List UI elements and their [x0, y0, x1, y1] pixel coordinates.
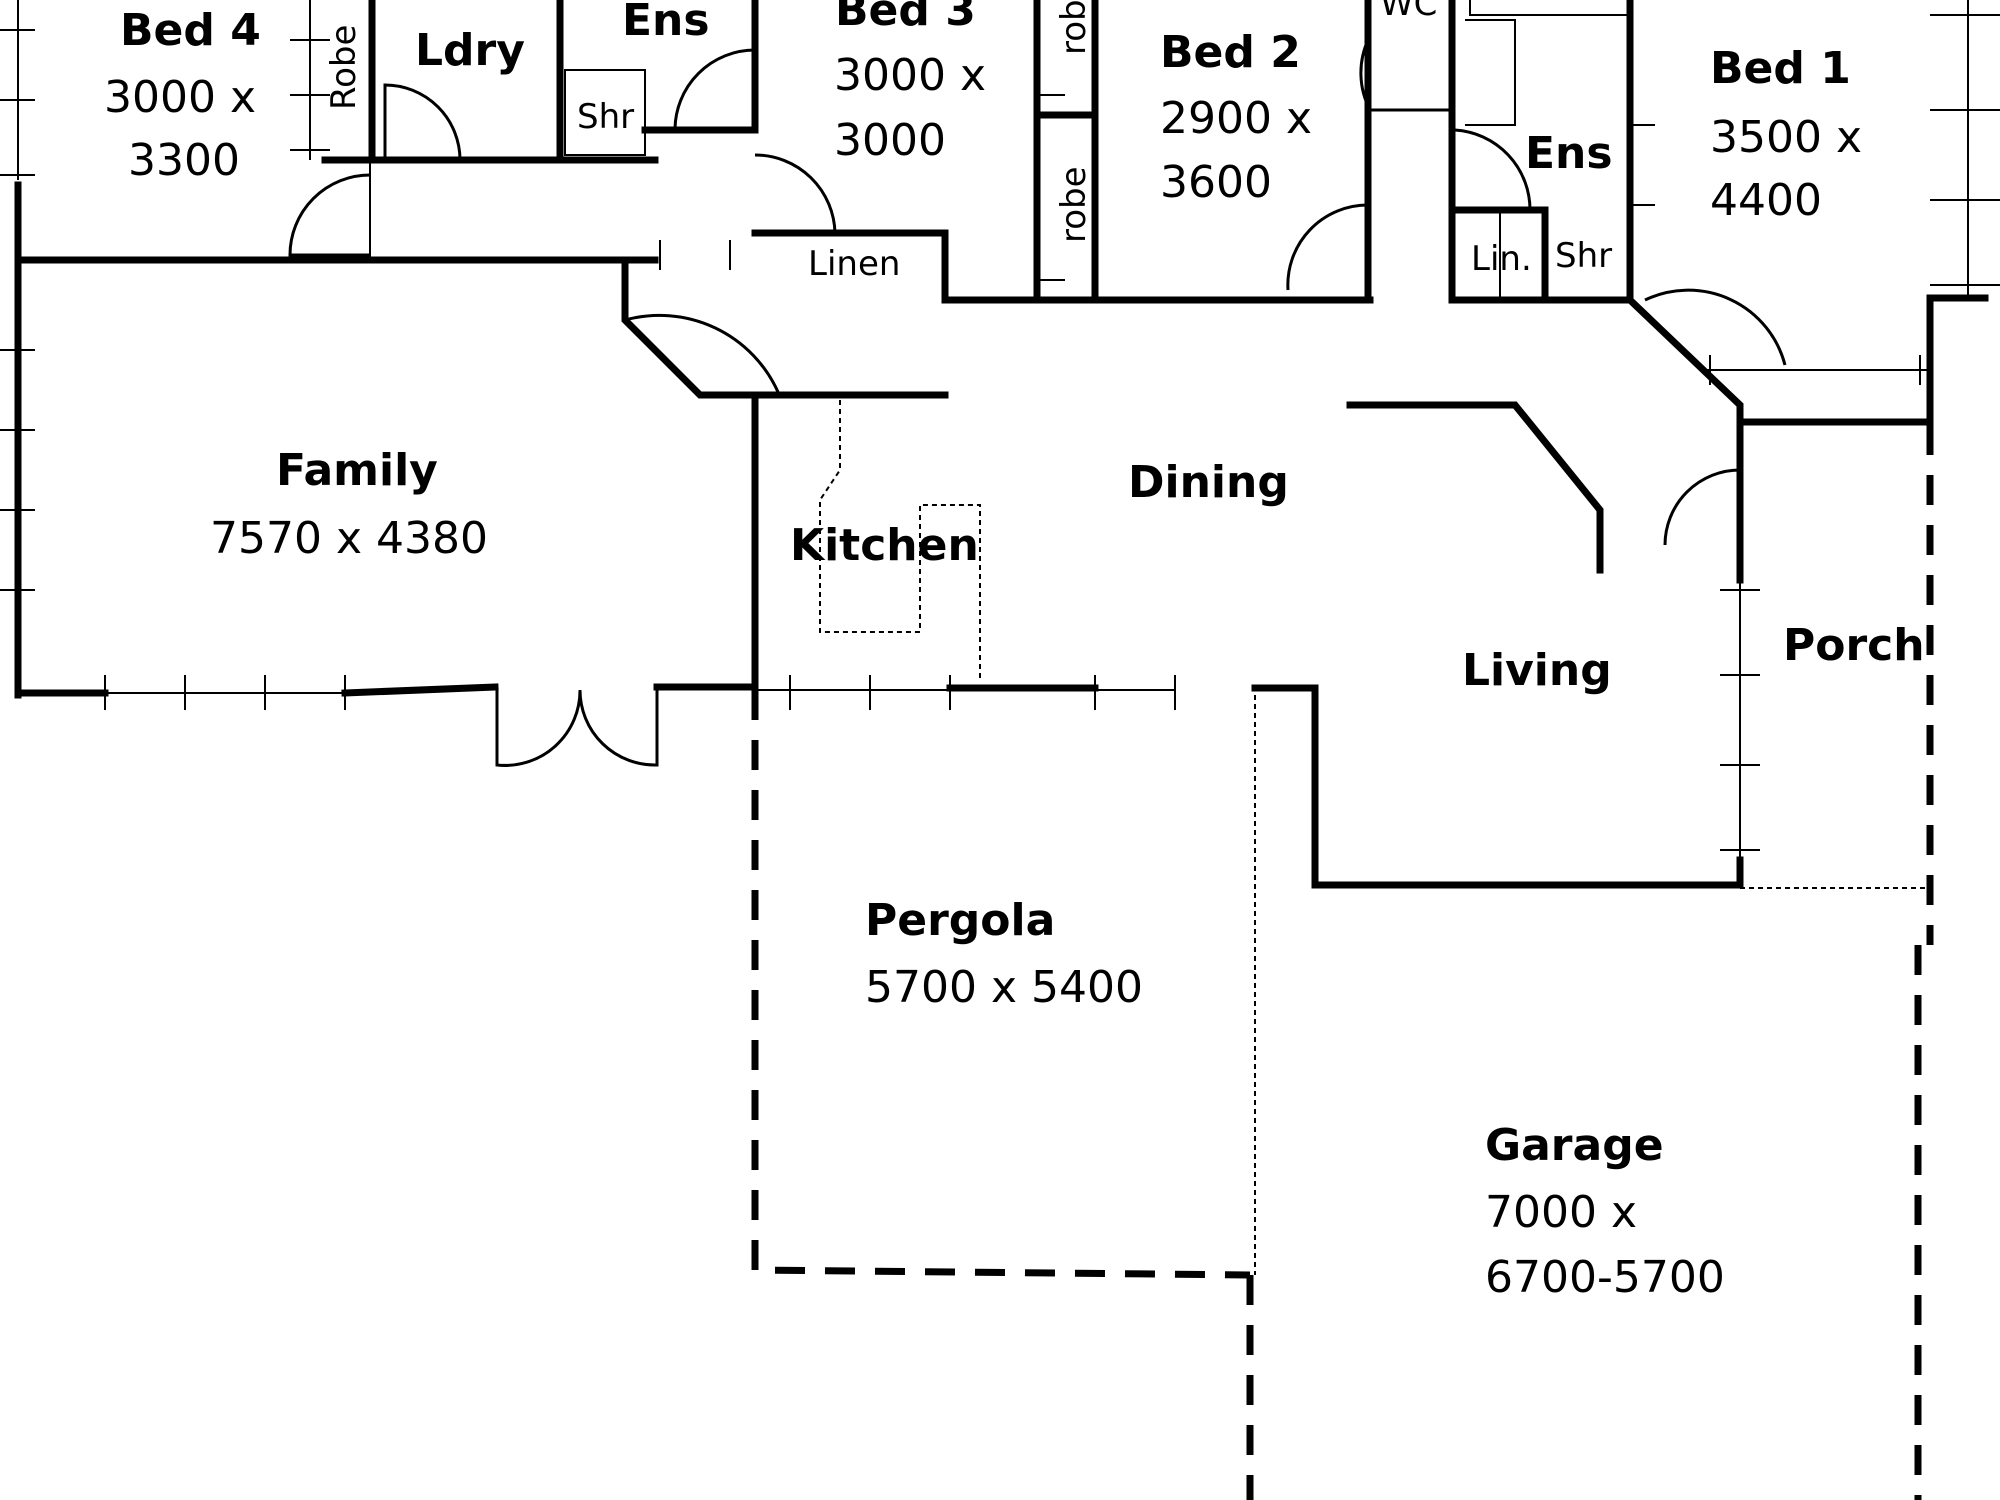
bed4-dim2: 3300	[128, 135, 240, 186]
bed1-dim1: 3500 x	[1710, 112, 1862, 163]
garage-dim2: 6700-5700	[1485, 1252, 1725, 1303]
porch-name: Porch	[1783, 620, 1925, 671]
bed3-dim2: 3000	[834, 115, 946, 166]
ens-right-name: Ens	[1525, 128, 1613, 179]
family-name: Family	[276, 445, 438, 496]
walls	[14, 0, 1989, 889]
bed3-dim1: 3000 x	[834, 50, 986, 101]
bed2-dim1: 2900 x	[1160, 93, 1312, 144]
living-name: Living	[1462, 645, 1612, 696]
bed4-name: Bed 4	[120, 5, 261, 56]
bed1-name: Bed 1	[1710, 43, 1851, 94]
dining-name: Dining	[1128, 457, 1289, 508]
family-dim: 7570 x 4380	[210, 513, 488, 564]
robe-bed2-label: robe	[1054, 166, 1094, 243]
bed2-dim2: 3600	[1160, 157, 1272, 208]
bed1-dim2: 4400	[1710, 175, 1822, 226]
door-swings	[288, 39, 1787, 767]
wc-label: WC	[1380, 0, 1437, 24]
garage-name: Garage	[1485, 1120, 1664, 1171]
outdoor-outlines	[751, 400, 1934, 1500]
shr-right-label: Shr	[1555, 236, 1612, 276]
robe-bed4-label: Robe	[324, 25, 364, 110]
bed4-dim1: 3000 x	[104, 72, 256, 123]
robe-bed3-label: rob	[1054, 0, 1094, 55]
window-lines	[0, 0, 2000, 860]
ldry-name: Ldry	[415, 25, 525, 76]
pergola-name: Pergola	[865, 895, 1055, 946]
ens-left-name: Ens	[622, 0, 710, 46]
pergola-dim: 5700 x 5400	[865, 962, 1143, 1013]
room-labels: Bed 4 3000 x 3300 Robe Ldry Ens Shr Bed …	[104, 0, 1925, 1303]
bed2-name: Bed 2	[1160, 27, 1301, 78]
lin-label: Lin.	[1471, 239, 1532, 279]
shr-left-label: Shr	[577, 97, 634, 137]
garage-dim1: 7000 x	[1485, 1187, 1637, 1238]
kitchen-name: Kitchen	[790, 520, 979, 571]
bed3-name: Bed 3	[835, 0, 976, 36]
linen-label: Linen	[808, 244, 900, 284]
